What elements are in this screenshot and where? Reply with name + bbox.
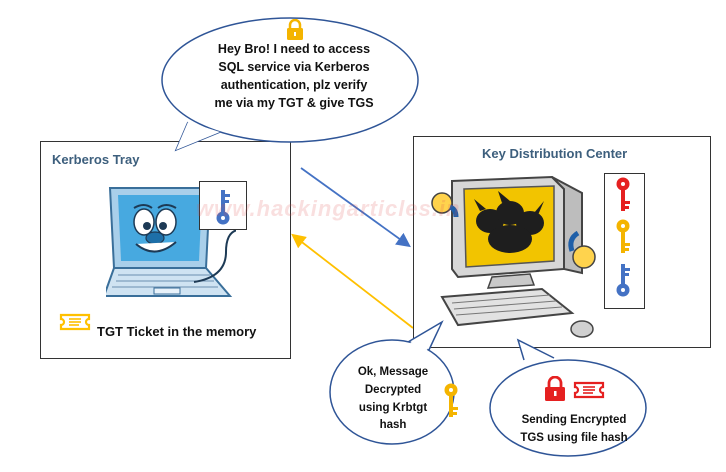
send-speech-bubble	[489, 338, 647, 457]
laptop-icon	[106, 187, 236, 297]
tgt-key-box	[199, 181, 247, 230]
decrypt-line-2: Decrypted	[364, 383, 422, 396]
decrypt-line-4: hash	[379, 419, 407, 432]
kerberos-tray-panel: Kerberos Tray	[40, 141, 291, 359]
key-icon	[616, 177, 630, 297]
send-line-2: TGS using file hash	[520, 432, 628, 445]
decrypt-speech-bubble	[329, 320, 455, 445]
key-icon	[216, 190, 230, 225]
key-icon	[444, 383, 458, 417]
lock-icon	[545, 376, 565, 401]
watermark: www.hackingarticles.in	[196, 196, 461, 221]
kdc-title: Key Distribution Center	[482, 146, 628, 161]
send-line-1: Sending Encrypted	[521, 414, 627, 426]
decrypt-message: Ok, Message Decrypted using Krbtgt hash	[348, 364, 438, 435]
kerberos-tray-title: Kerberos Tray	[52, 152, 140, 167]
tgt-ticket-caption: TGT Ticket in the memory	[97, 324, 257, 339]
desktop-computer-icon	[431, 175, 596, 338]
send-message: Sending Encrypted TGS using file hash	[504, 411, 644, 448]
request-line-2: SQL service via Kerberos	[218, 60, 370, 75]
request-message: Hey Bro! I need to access SQL service vi…	[194, 40, 394, 113]
request-arrow	[300, 167, 411, 248]
kdc-panel: Key Distribution Center	[413, 136, 711, 348]
ticket-icon	[573, 381, 605, 399]
kdc-keys-panel	[604, 173, 645, 309]
ticket-icon	[59, 313, 91, 331]
request-line-3: authentication, plz verify	[220, 78, 368, 93]
decrypt-line-1: Ok, Message	[357, 366, 429, 378]
request-line-4: me via my TGT & give TGS	[214, 96, 374, 111]
lock-icon	[287, 19, 303, 40]
decrypt-line-3: using Krbtgt	[358, 401, 428, 414]
response-arrow	[291, 233, 414, 329]
request-line-1: Hey Bro! I need to access	[217, 42, 371, 56]
request-speech-bubble	[161, 17, 419, 152]
